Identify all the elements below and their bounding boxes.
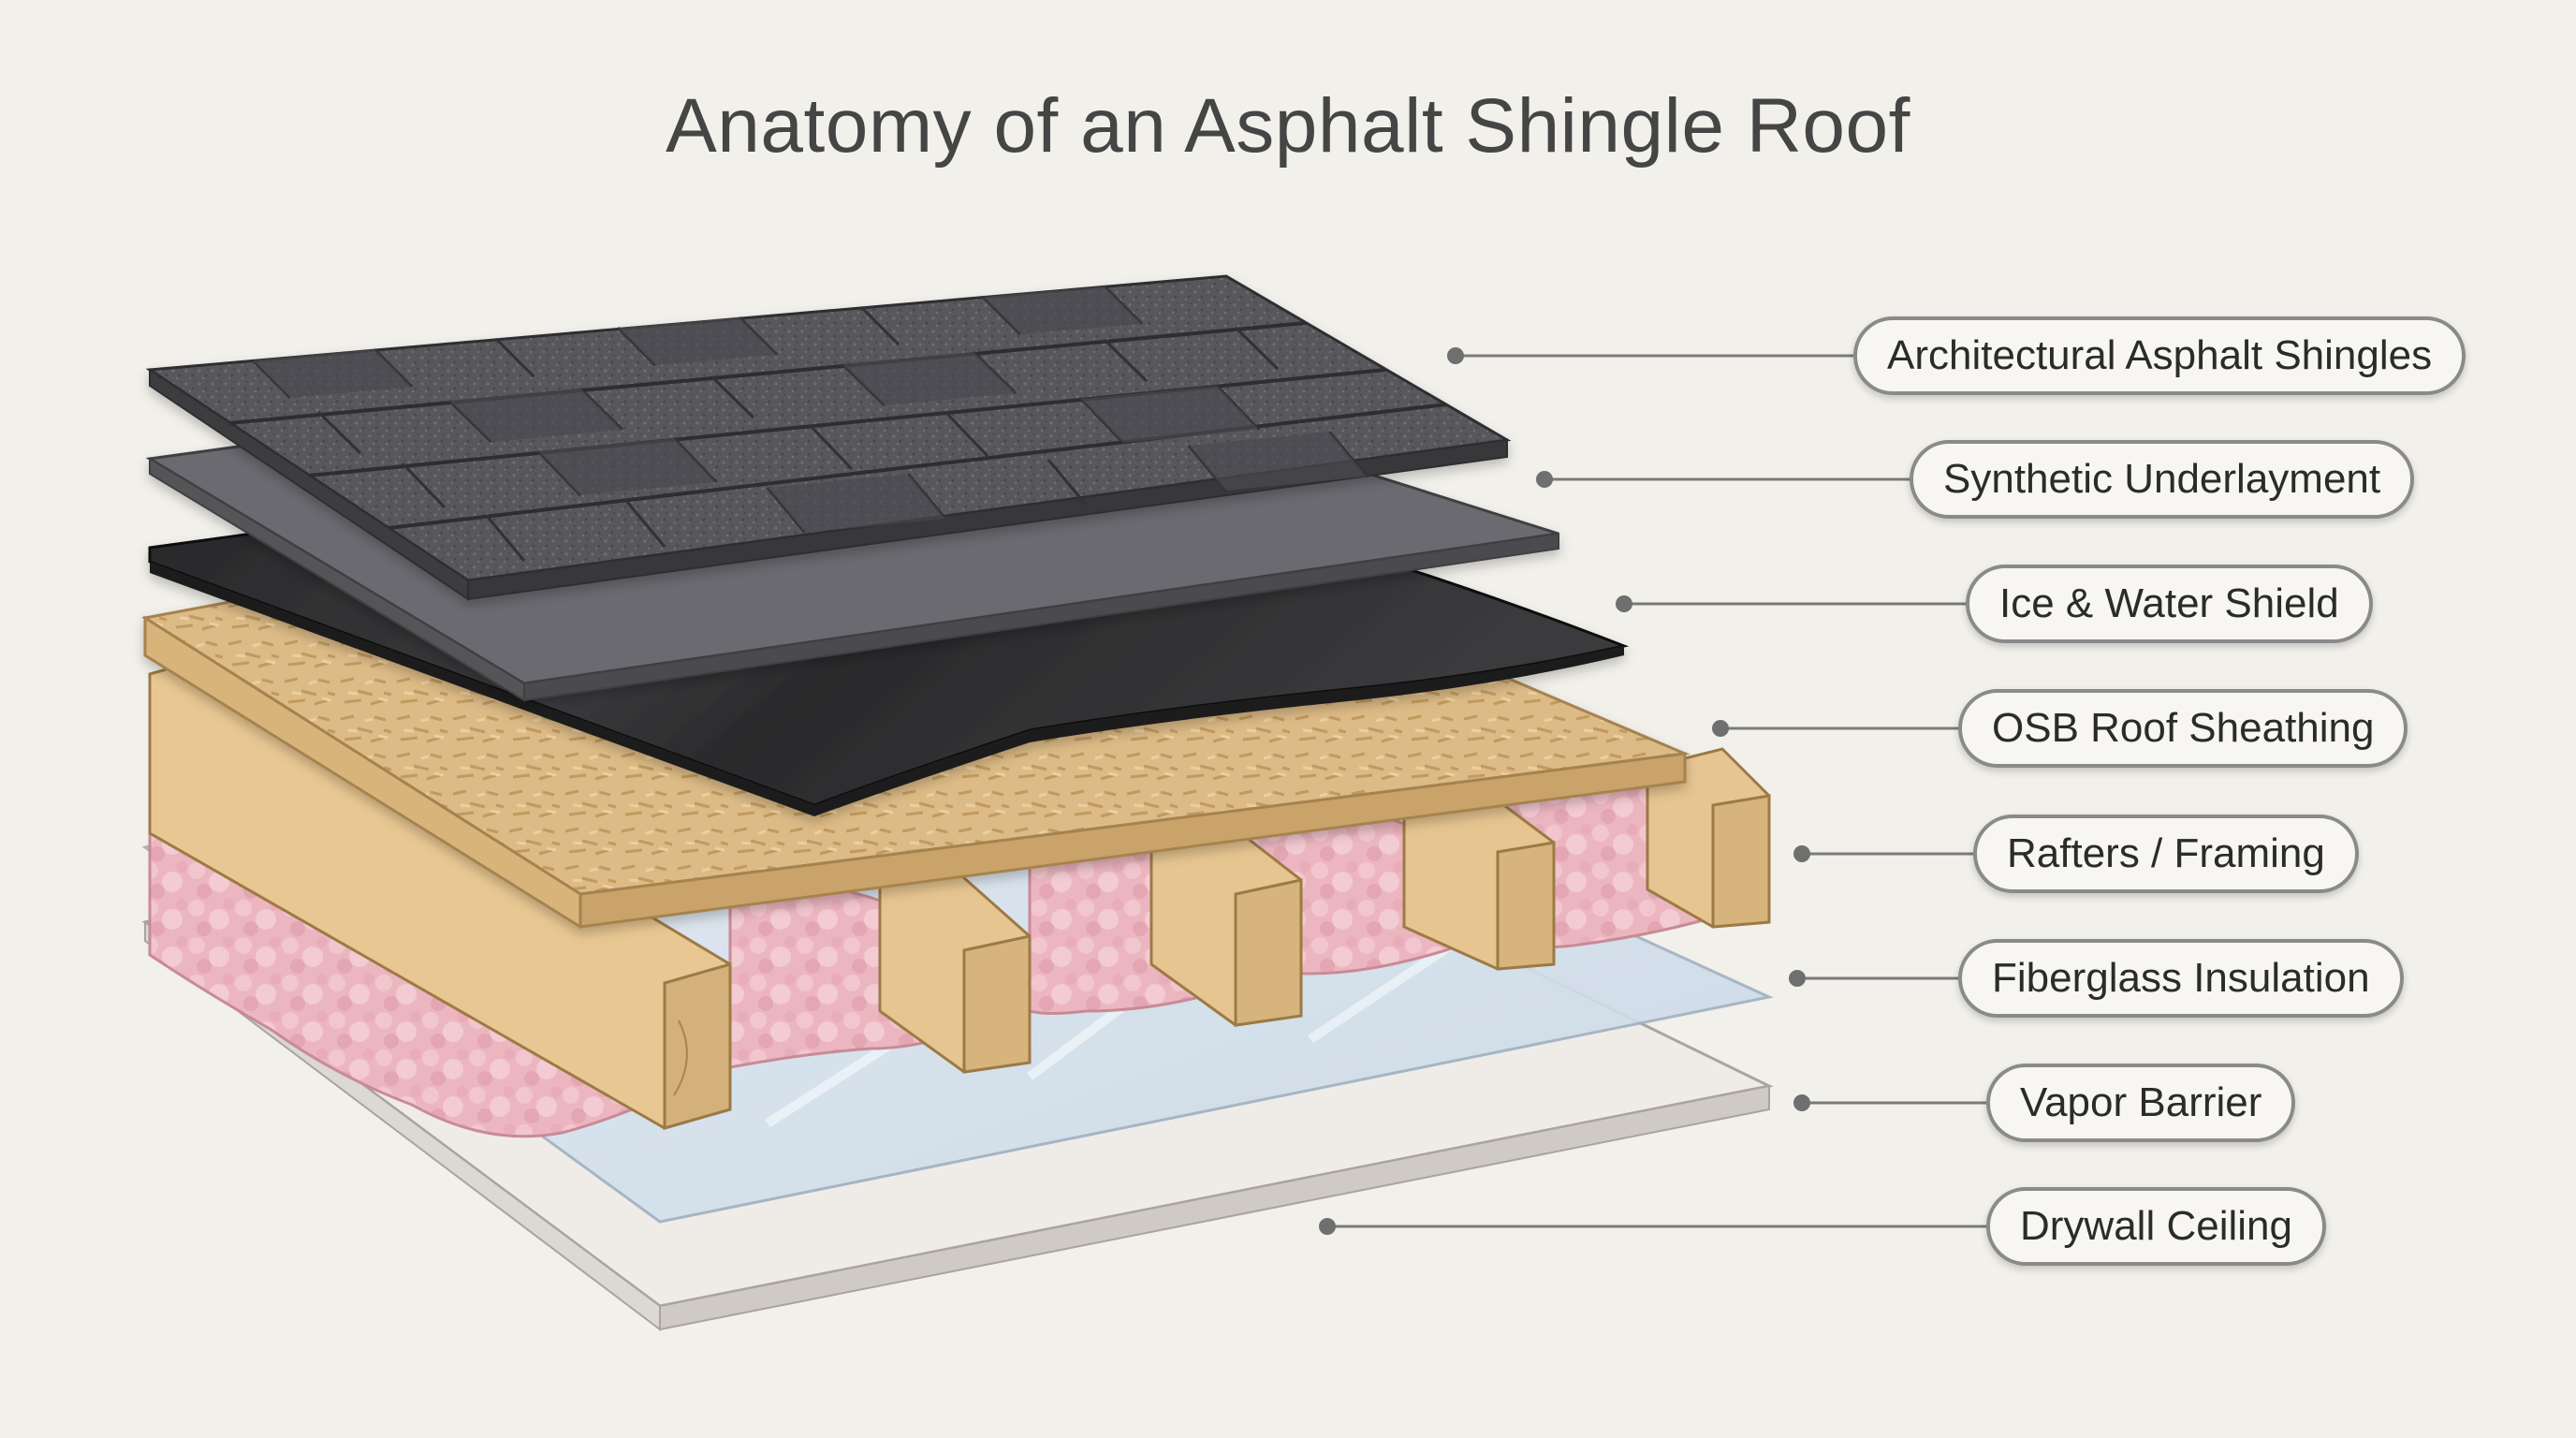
leader-dot [1793, 845, 1810, 862]
rafter [1646, 747, 1771, 929]
leader-lines [1327, 354, 1989, 1228]
page-title: Anatomy of an Asphalt Shingle Roof [666, 83, 1910, 169]
rafter [1149, 813, 1303, 1027]
leader-dot [1616, 595, 1632, 612]
label-synthetic-underlayment: Synthetic Underlayment [1910, 440, 2415, 519]
label-fiberglass-insulation: Fiberglass Insulation [1958, 939, 2404, 1018]
leader-dot [1789, 970, 1806, 987]
rafter [148, 653, 732, 1130]
leader-dot [1319, 1218, 1336, 1235]
rafters-framing-layer [148, 653, 1771, 1130]
rafter [878, 859, 1032, 1074]
label-vapor-barrier: Vapor Barrier [1986, 1064, 2296, 1142]
label-asphalt-shingles: Architectural Asphalt Shingles [1853, 316, 2466, 395]
label-osb-sheathing: OSB Roof Sheathing [1958, 689, 2408, 768]
rafter [1402, 785, 1556, 971]
leader-dot [1712, 720, 1729, 737]
leader-dot [1793, 1094, 1810, 1111]
label-ice-water-shield: Ice & Water Shield [1966, 565, 2373, 643]
label-rafters-framing: Rafters / Framing [1973, 814, 2359, 893]
asphalt-shingles-layer [145, 274, 1512, 601]
label-drywall-ceiling: Drywall Ceiling [1986, 1187, 2326, 1266]
leader-dots [1319, 347, 1810, 1235]
leader-dot [1447, 347, 1464, 364]
leader-dot [1536, 471, 1553, 488]
